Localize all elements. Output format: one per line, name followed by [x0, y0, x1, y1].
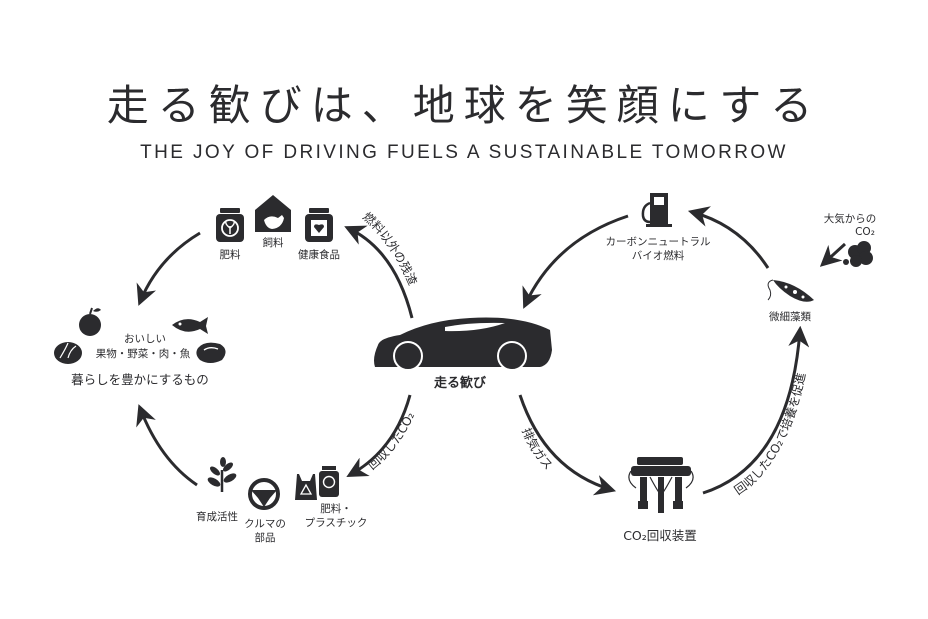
- arc-residue-arrow: [344, 225, 414, 319]
- label-food-line2: 果物・野菜・肉・魚: [95, 348, 191, 360]
- sports-car-icon: [374, 317, 552, 371]
- arc-label-recovered-co2: 回収したCO₂: [365, 410, 417, 473]
- label-co2-capture: CO₂回収装置: [623, 528, 697, 543]
- arc-recovered-co2-arrow: [346, 394, 412, 478]
- label-algae: 微細藻類: [769, 311, 811, 323]
- label-fert-plastic-line2: プラスチック: [304, 517, 368, 529]
- microalgae-icon: [767, 279, 814, 302]
- health-food-jar-icon: [305, 208, 333, 242]
- barn-chicken-icon: [255, 195, 291, 232]
- arc-label-cultivation: 回収したCO₂で培養を促進: [732, 371, 809, 497]
- label-fuel-line1: カーボンニュートラル: [605, 236, 711, 248]
- label-fertilizer: 肥料: [219, 249, 241, 261]
- svg-text:燃料以外の残渣: 燃料以外の残渣: [360, 209, 420, 287]
- label-fert-plastic-line1: 肥料・: [320, 503, 352, 515]
- cloud-icon: [843, 241, 873, 267]
- page-title: 走る歓びは、地球を笑顔にする: [106, 81, 822, 130]
- page-subtitle: THE JOY OF DRIVING FUELS A SUSTAINABLE T…: [140, 142, 788, 163]
- arc-exhaust-arrow: [518, 394, 617, 496]
- recycle-bag-icon: [295, 466, 339, 500]
- label-center: 走る歓び: [433, 376, 486, 391]
- steak-icon: [196, 342, 226, 363]
- arc-to-food-arrow: [136, 231, 201, 306]
- arc-fuel-to-car-arrow: [522, 214, 629, 309]
- fertilizer-jar-icon: [216, 208, 244, 242]
- label-food-caption: 暮らしを豊かにするもの: [71, 372, 209, 387]
- label-fuel-line2: バイオ燃料: [631, 250, 685, 262]
- fuel-pump-icon: [641, 193, 672, 227]
- label-atmosphere-line2: CO₂: [855, 226, 875, 238]
- plant-sprout-icon: [207, 457, 237, 492]
- cabbage-icon: [54, 342, 82, 364]
- label-growth: 育成活性: [196, 511, 238, 523]
- steering-wheel-icon: [248, 478, 280, 510]
- arc-cultivation-arrow: [702, 325, 810, 495]
- label-car-parts-line1: クルマの: [244, 518, 286, 530]
- svg-text:回収したCO₂で培養を促進: 回収したCO₂で培養を促進: [732, 371, 809, 497]
- co2-capture-device-icon: [628, 457, 694, 513]
- svg-text:回収したCO₂: 回収したCO₂: [365, 410, 417, 473]
- label-feed: 飼料: [262, 237, 284, 249]
- label-health-food: 健康食品: [298, 249, 340, 261]
- fish-icon: [172, 317, 208, 334]
- arc-label-residue: 燃料以外の残渣: [360, 209, 420, 287]
- label-atmosphere-line1: 大気からの: [823, 213, 877, 225]
- label-car-parts-line2: 部品: [254, 532, 276, 544]
- apple-icon: [79, 307, 101, 336]
- arc-from-plant-arrow: [136, 404, 198, 487]
- arc-algae-to-fuel-arrow: [687, 206, 770, 269]
- arc-atmosphere-arrow: [819, 242, 847, 267]
- label-food-line1: おいしい: [124, 333, 166, 345]
